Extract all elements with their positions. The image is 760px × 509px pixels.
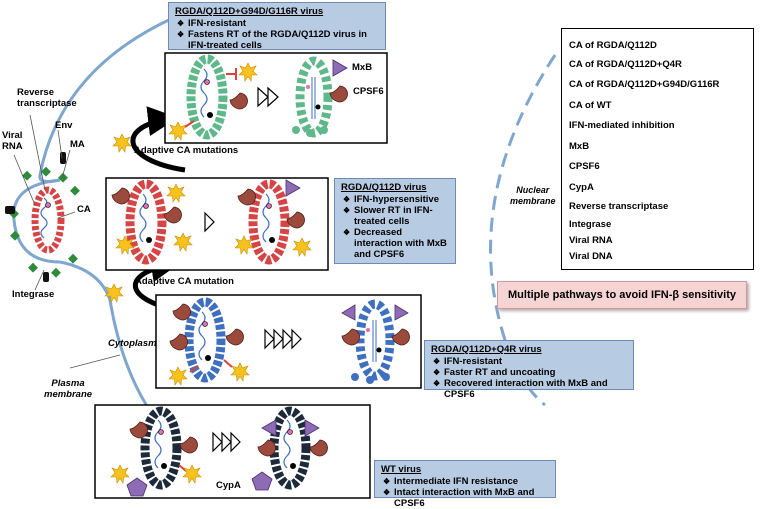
arrow-chevrons [264, 328, 302, 350]
label-cpsf6: CPSF6 [353, 86, 384, 97]
mxb-triangle [341, 304, 356, 321]
label-cypa: CypA [216, 480, 241, 491]
summary-banner: Multiple pathways to avoid IFN-β sensiti… [497, 281, 747, 309]
info-point: IFN-resistant [177, 18, 379, 29]
label-plasma-membrane: Plasma membrane [44, 378, 93, 400]
mxb-triangle [332, 59, 348, 77]
legend-item: Viral RNA [569, 235, 613, 246]
info-point: Intermediate IFN resistance [383, 476, 549, 487]
blue-capsid-uncoating [355, 299, 395, 381]
adaptive-mutations-arrow [130, 106, 186, 173]
arrow-chevron [204, 211, 215, 233]
virus-bud-membrane [12, 178, 61, 264]
info-point: IFN-resistant [433, 356, 627, 367]
cypa-pentagon [251, 471, 273, 491]
label-viral-rna: Viral RNA [2, 130, 23, 152]
starburst-icon [112, 133, 132, 153]
info-box-g94d: RGDA/Q112D+G94D/G116R virus IFN-resistan… [168, 2, 386, 51]
mxb-triangle [304, 419, 320, 437]
label-ca: CA [77, 204, 91, 215]
info-point: Intact interaction with MxB and CPSF6 [383, 487, 549, 509]
legend-item: Viral DNA [569, 251, 613, 262]
info-title: RGDA/Q112D+Q4R virus [431, 344, 542, 355]
info-box-q112d: RGDA/Q112D virus IFN-hypersensitive Slow… [334, 178, 456, 264]
info-title: WT virus [381, 464, 422, 475]
budding-virion [31, 186, 65, 254]
label-reverse-transcriptase: Reverse transcriptase [17, 87, 77, 109]
info-point: Slower RT in IFN-treated cells [343, 205, 449, 227]
mxb-triangle [285, 179, 301, 197]
label-ma: MA [70, 139, 85, 150]
arrow-chevrons [257, 86, 269, 108]
arrow-chevrons [212, 431, 241, 453]
legend-item: MxB [569, 141, 590, 152]
legend-item: IFN-mediated inhibition [569, 120, 675, 131]
starburst-icon [104, 283, 124, 303]
mxb-triangle [261, 419, 277, 437]
label-env: Env [55, 120, 73, 131]
legend-item: Reverse transcriptase [569, 201, 669, 212]
nuclear-membrane [489, 54, 557, 407]
legend-item: Integrase [569, 219, 612, 230]
info-point: IFN-hypersensitive [343, 194, 449, 205]
mxb-triangle [394, 304, 409, 321]
label-mxb: MxB [352, 62, 373, 73]
cypa-pentagon [126, 477, 148, 497]
legend-item: CA of RGDA/Q112D+Q4R [569, 59, 682, 70]
info-point: Faster RT and uncoating [433, 367, 627, 378]
legend-item: CypA [569, 182, 594, 193]
label-nuclear-membrane: Nuclear membrane [510, 185, 556, 206]
green-capsid [186, 54, 228, 140]
env-spikes [5, 152, 66, 282]
label-adaptive-ca-mutations: Adaptive CA mutations [134, 145, 239, 156]
info-point: Recovered interaction with MxB and CPSF6 [433, 378, 627, 400]
legend-item: CPSF6 [569, 161, 600, 172]
label-cytoplasm: Cytoplasm [108, 338, 157, 349]
info-point: Fastens RT of the RGDA/Q112D virus in IF… [177, 29, 379, 51]
red-capsid [125, 179, 167, 265]
info-box-wt: WT virus Intermediate IFN resistance Int… [374, 460, 556, 509]
info-title: RGDA/Q112D+G94D/G116R virus [175, 6, 324, 17]
black-capsid [140, 406, 182, 490]
label-adaptive-ca-mutation: Adaptive CA mutation [135, 276, 234, 287]
env-diamonds [9, 166, 80, 278]
label-integrase: Integrase [12, 289, 55, 300]
legend-item: CA of WT [569, 100, 612, 111]
info-point: Decreased interaction with MxB and CPSF6 [343, 227, 449, 260]
legend: CA of RGDA/Q112D CA of RGDA/Q112D+Q4R CA… [561, 28, 754, 270]
info-title: RGDA/Q112D virus [341, 182, 427, 193]
info-box-q4r: RGDA/Q112D+Q4R virus IFN-resistant Faste… [424, 340, 634, 400]
legend-item: CA of RGDA/Q112D+G94D/G116R [569, 79, 720, 90]
blue-capsid [184, 297, 226, 383]
legend-item: CA of RGDA/Q112D [569, 40, 657, 51]
red-capsid-2 [248, 179, 290, 265]
